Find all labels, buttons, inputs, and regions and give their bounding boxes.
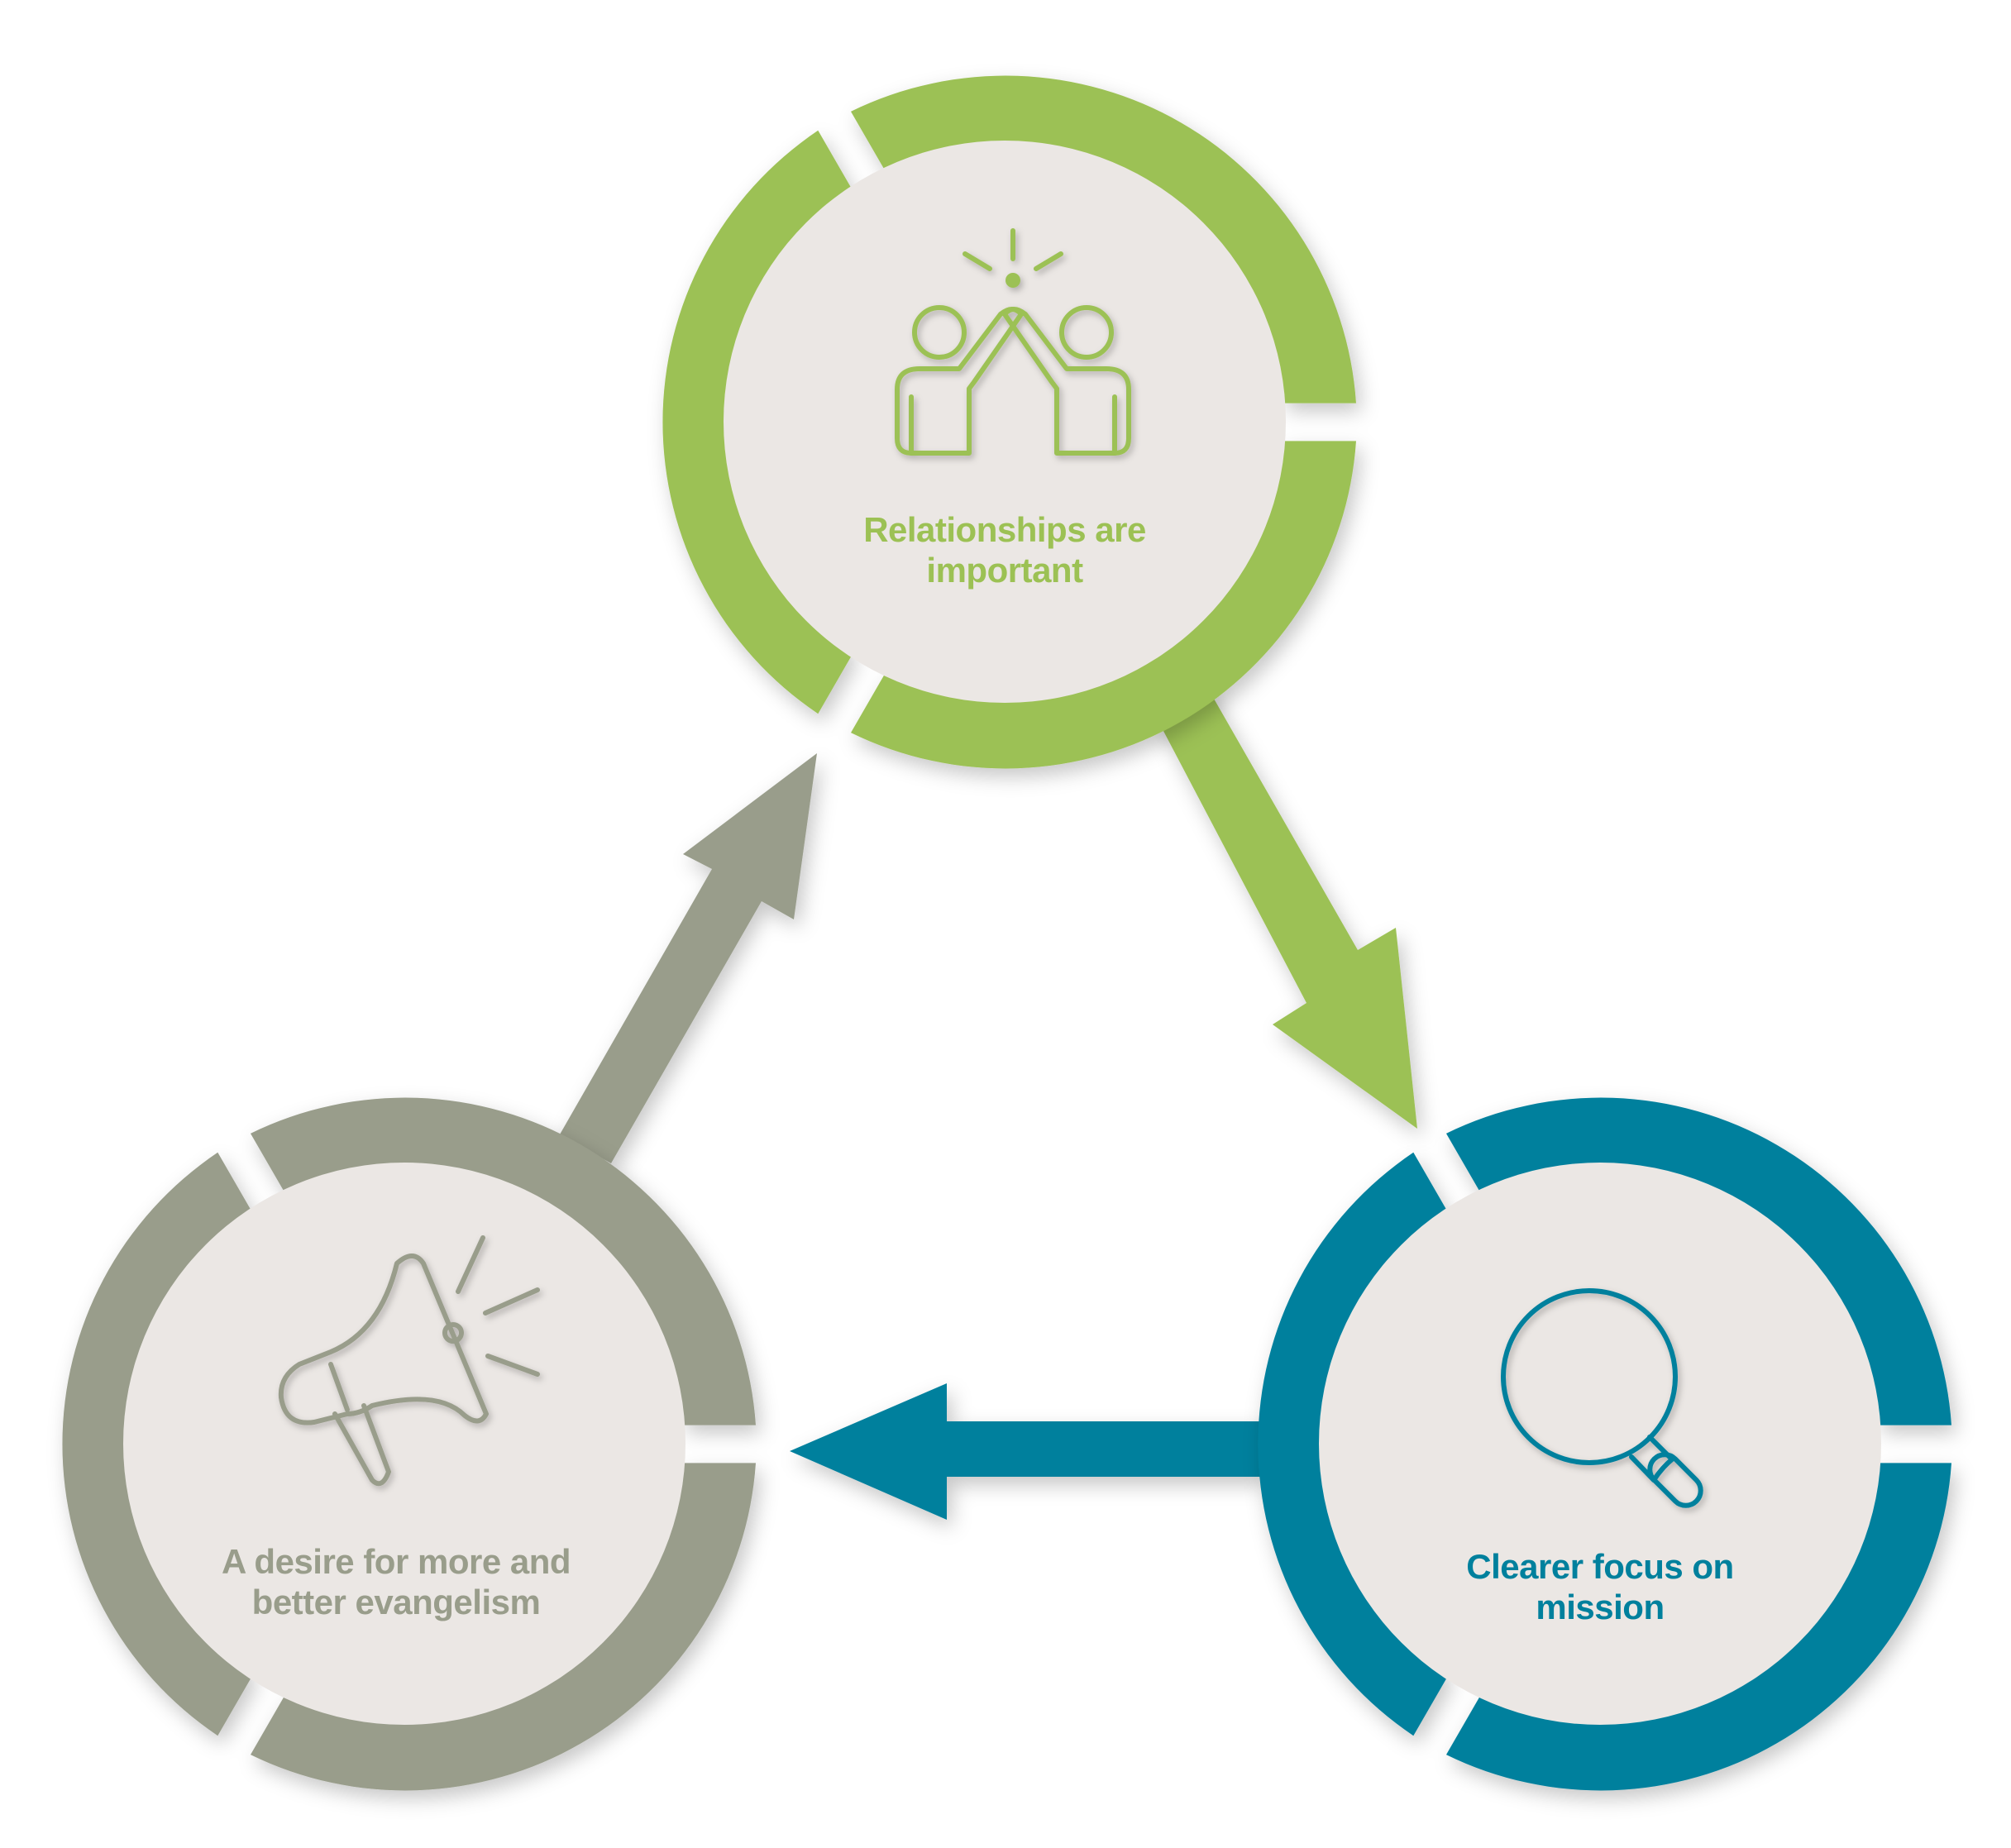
label-evangelism: A desire for more and better evangelism [148,1541,644,1622]
node-evangelism-ring [62,1097,756,1791]
ring-segment [662,130,855,714]
arrow-relationships-to-mission [1156,687,1417,1129]
node-evangelism-disc [123,1163,685,1725]
node-mission [1258,1097,1951,1791]
label-relationships-line1: Relationships are [863,510,1146,549]
megaphone-icon [278,1235,540,1487]
node-relationships [662,75,1356,769]
node-relationships-ring [662,75,1356,769]
arrow-mission-to-evangelism [790,1383,1261,1520]
ring-segment [1446,1097,1951,1425]
label-relationships: Relationships are important [773,509,1236,590]
ring-segment [1258,1152,1450,1736]
ring-segment [851,75,1356,404]
label-evangelism-line1: A desire for more and [221,1542,571,1581]
ring-segment [251,1097,756,1425]
ring-segment [251,1463,756,1791]
node-evangelism [62,1097,756,1791]
label-mission-line1: Clearer focus on [1466,1547,1734,1586]
ring-segment [1446,1463,1951,1791]
node-mission-ring [1258,1097,1951,1791]
ring-segment [62,1152,255,1736]
node-mission-disc [1319,1163,1881,1725]
magnifier-icon [1501,1288,1703,1508]
high-five-icon [895,228,1131,456]
ring-segment [851,441,1356,769]
label-relationships-line2: important [926,551,1083,590]
label-mission: Clearer focus on mission [1369,1546,1832,1627]
arrow-evangelism-to-relationships [560,753,817,1163]
node-relationships-disc [724,141,1286,703]
label-evangelism-line2: better evangelism [251,1583,541,1621]
label-mission-line2: mission [1536,1588,1665,1626]
